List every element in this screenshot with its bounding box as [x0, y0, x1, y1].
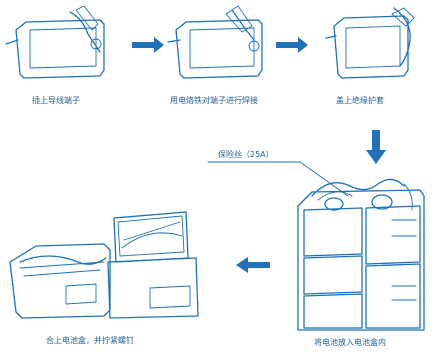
fuse-callout-line: [207, 161, 349, 197]
step-5-illustration: [9, 211, 199, 319]
step-4-illustration: [297, 178, 425, 331]
step-3-label: 盖上绝缘护套: [336, 96, 384, 105]
arrow-right-1: [132, 37, 164, 53]
step-3-illustration: [325, 7, 415, 79]
arrow-left: [236, 257, 270, 273]
fuse-callout-label: 保险丝（25A）: [218, 150, 274, 159]
step-1-label: 插上导线端子: [32, 96, 80, 105]
step-2-illustration: [167, 5, 263, 79]
arrow-down: [366, 130, 386, 164]
step-1-illustration: [5, 5, 105, 79]
arrow-right-2: [276, 37, 308, 53]
step-2-label: 用电烙铁对端子进行焊接: [170, 96, 258, 105]
step-5-label: 合上电池盒，并拧紧螺钉: [46, 336, 134, 345]
step-4-label: 将电池放入电池盒内: [314, 338, 386, 347]
